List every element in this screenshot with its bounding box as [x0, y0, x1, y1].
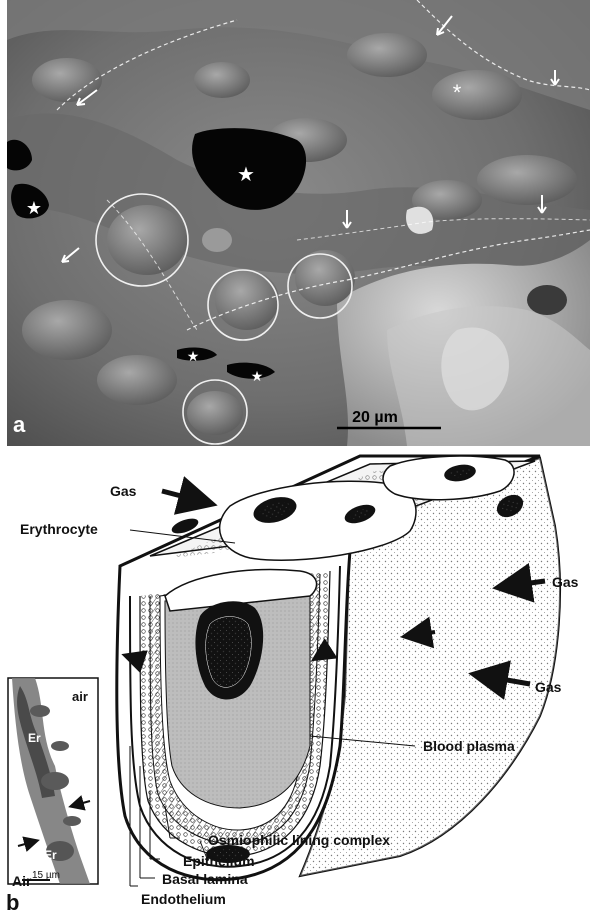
vessel-star-marker: ★: [237, 164, 255, 186]
label-erythrocyte: Erythrocyte: [20, 521, 98, 537]
label-osmiophilic: Osmiophilic lining complex: [208, 832, 390, 848]
inset-label-er-1: Er: [28, 731, 41, 745]
inset-label-air-top: air: [72, 689, 88, 704]
cell-blob: [347, 33, 427, 77]
inset-micrograph: air Er Er Air 15 µm: [8, 678, 98, 889]
label-basal-lamina: Basal lamina: [162, 871, 248, 887]
vessel-star-marker: ★: [187, 348, 200, 364]
cell-blob: [32, 58, 102, 102]
cell-blob: [22, 300, 112, 360]
inset-scale-label: 15 µm: [32, 870, 60, 881]
cell-blob: [432, 70, 522, 120]
inset-label-er-2: Er: [44, 848, 57, 862]
vessel-star-marker: ★: [26, 198, 42, 218]
panel-b-schematic: Gas Erythrocyte Gas Gas Blood plasma Osm…: [0, 446, 597, 917]
cell-blob: [194, 62, 250, 98]
panel-b-letter: b: [6, 890, 19, 916]
cell-blob: [97, 355, 177, 405]
scale-bar-label: 20 µm: [352, 409, 398, 426]
label-endothelium: Endothelium: [141, 891, 226, 907]
cell-blob: [215, 270, 279, 330]
label-blood-plasma: Blood plasma: [423, 738, 515, 754]
cell-blob: [187, 391, 243, 435]
panel-a-letter: a: [13, 412, 25, 438]
asterisk-marker: *: [453, 80, 462, 105]
label-epithelium: Epithelium: [183, 853, 255, 869]
sem-image: ★ ★ ★ ★ *: [7, 0, 590, 446]
panel-a-micrograph: ★ ★ ★ ★ *: [7, 0, 590, 446]
capillary-diagram: Gas Erythrocyte Gas Gas Blood plasma Osm…: [0, 446, 597, 917]
inset-label-air-bottom: Air: [12, 873, 32, 889]
cell-blob: [107, 205, 187, 275]
label-gas-top: Gas: [110, 483, 137, 499]
label-gas-bottom-right: Gas: [535, 679, 562, 695]
vessel-star-marker: ★: [251, 368, 264, 384]
label-gas-right: Gas: [552, 574, 579, 590]
cell-blob: [477, 155, 577, 205]
